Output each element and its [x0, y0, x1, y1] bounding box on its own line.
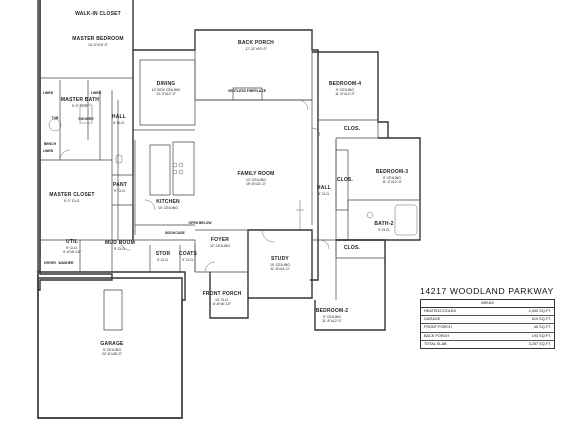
family-room	[195, 99, 313, 225]
sink	[366, 211, 374, 219]
hall-east	[317, 140, 337, 240]
area-value: 3,257 SQ.FT.	[528, 341, 551, 346]
areas-table-header: AREAS	[421, 300, 554, 308]
toilet	[115, 154, 123, 164]
fixture-linen-3: LINEN	[42, 149, 54, 153]
cooktop-2	[178, 162, 184, 168]
shower	[79, 104, 93, 124]
fixture-dryer: DRYER	[44, 261, 56, 265]
area-label: TOTAL SLAB	[424, 341, 447, 346]
fixture-fireplace: VENTLESS FIREPLACE	[227, 89, 267, 93]
fixture-washer: WASHER	[58, 261, 74, 265]
room-closet-2: CLOS.	[336, 177, 354, 183]
bath3	[347, 199, 421, 241]
areas-row: HEATED/COOLED 2,400 SQ.FT.	[421, 308, 554, 317]
door-swing	[119, 239, 131, 251]
areas-row: TOTAL SLAB 3,257 SQ.FT.	[421, 341, 554, 348]
fixture-open-below: OPEN BELOW	[188, 221, 212, 225]
area-value: 619 SQ.FT.	[531, 317, 551, 322]
area-value: 45 SQ.FT.	[533, 325, 551, 330]
door-swing	[311, 127, 321, 137]
door-swing	[59, 149, 71, 161]
areas-row: BACK PORCH 193 SQ.FT.	[421, 333, 554, 341]
tub-bath3	[394, 204, 418, 236]
fixture-bench: BENCH	[43, 142, 57, 146]
dimension-line	[296, 200, 304, 230]
counters	[134, 140, 195, 235]
room-closet-3: CLOS.	[343, 245, 361, 251]
cooktop-3	[172, 169, 178, 175]
area-label: HEATED/COOLED	[424, 309, 457, 313]
util-mud	[40, 239, 133, 272]
stairs	[103, 289, 123, 331]
garage-walls	[37, 277, 183, 419]
front-porch	[209, 272, 249, 319]
pantry	[112, 174, 134, 206]
room-walk-in-closet: WALK-IN CLOSET	[75, 11, 121, 17]
hall-walls	[111, 90, 119, 240]
study-wall	[247, 229, 313, 299]
fireplace	[232, 87, 263, 101]
island-2	[172, 141, 195, 196]
areas-table: AREAS HEATED/COOLED 2,400 SQ.FT. GARAGE 61…	[420, 299, 555, 349]
hall-east-bottom	[312, 239, 337, 300]
island	[149, 144, 171, 196]
areas-row: FRONT PORCH 45 SQ.FT.	[421, 324, 554, 333]
area-value: 2,400 SQ.FT.	[528, 309, 551, 313]
door-swing	[204, 261, 216, 273]
bath-partitions	[59, 80, 101, 160]
foyer	[195, 229, 249, 273]
room-closet-1: CLOS.	[343, 126, 361, 132]
cooktop-1	[172, 162, 178, 168]
closet-1	[335, 138, 349, 211]
storage-coats	[149, 245, 196, 272]
area-value: 193 SQ.FT.	[531, 333, 551, 338]
fixture-linen-1: LINEN	[42, 91, 54, 95]
door-swing	[319, 239, 330, 250]
fixture-bookcase: BOOKCASE	[165, 231, 185, 235]
cooktop-4	[178, 169, 184, 175]
dining-box	[139, 59, 196, 126]
area-label: BACK PORCH	[424, 333, 450, 338]
tub	[48, 118, 62, 132]
area-label: FRONT PORCH	[424, 325, 452, 330]
door-swing	[261, 229, 275, 243]
areas-row: GARAGE 619 SQ.FT.	[421, 316, 554, 325]
area-label: GARAGE	[424, 317, 441, 322]
plan-title: 14217 WOODLAND PARKWAY	[420, 286, 554, 296]
fixture-tub: TUB	[51, 116, 59, 120]
door-swing	[297, 99, 309, 111]
fixture-shower: SHOWER	[78, 117, 94, 121]
fixture-linen-2: LINEN	[90, 91, 102, 95]
bedroom4-closet	[318, 119, 379, 139]
door-swing	[144, 199, 156, 211]
